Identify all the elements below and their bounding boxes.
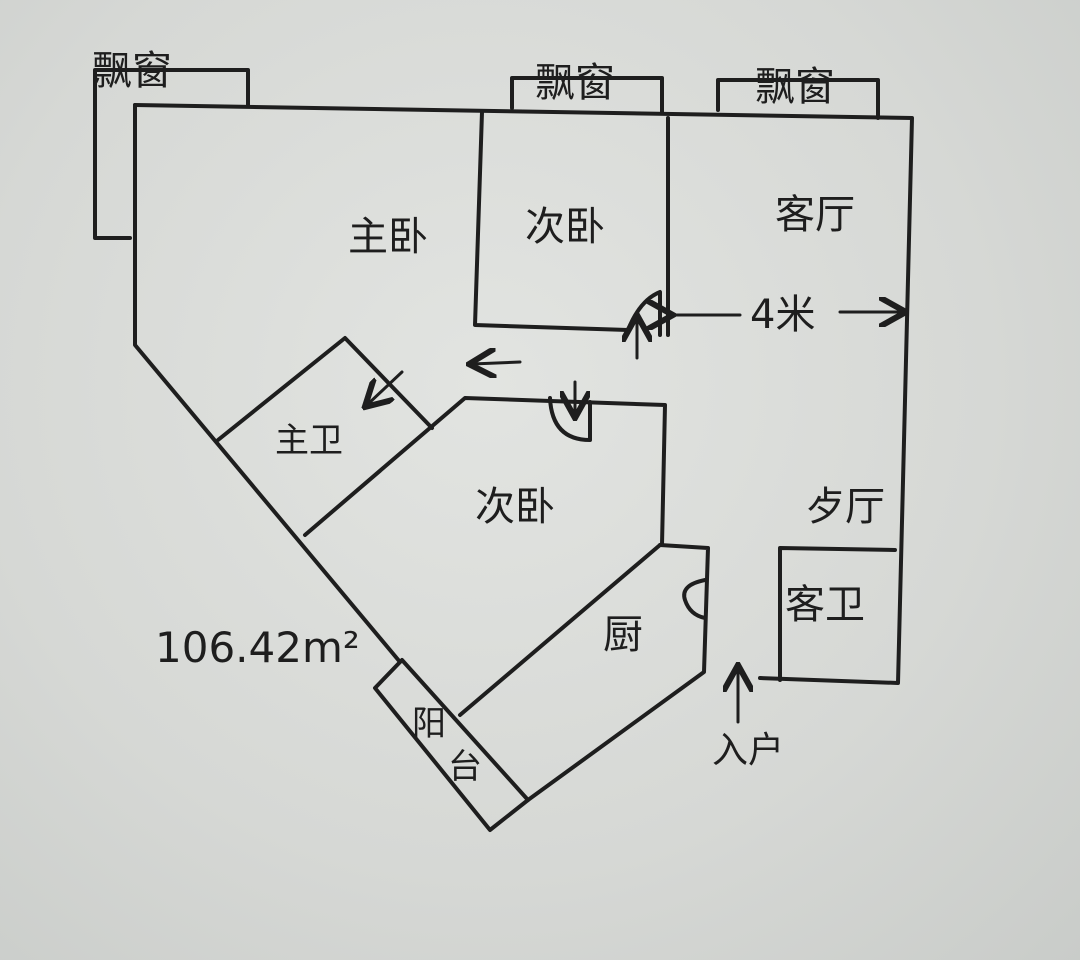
balcony-label-2: 台 <box>448 747 482 787</box>
dining-room-label: 歺厅 <box>805 484 885 530</box>
arrows <box>367 312 903 724</box>
second-bedroom-bottom-label: 次卧 <box>475 484 555 530</box>
outer-walls <box>133 103 914 802</box>
balcony-label-1: 阳 <box>412 704 446 744</box>
second-bedroom-top-label: 次卧 <box>525 204 605 250</box>
bay-window-right-label: 飘窗 <box>755 64 835 110</box>
bay-windows <box>93 68 880 240</box>
bay-window-left-label: 飘窗 <box>92 48 172 94</box>
master-bath-label: 主卫 <box>275 421 343 461</box>
guest-bath-label: 客卫 <box>785 582 865 628</box>
living-room-label: 客厅 <box>775 192 855 238</box>
entrance-label: 入户 <box>712 730 784 771</box>
area-label: 106.42m² <box>155 623 360 672</box>
interior-walls <box>216 110 897 832</box>
bay-window-mid-label: 飘窗 <box>535 60 615 106</box>
width-dimension-label: 4米 <box>750 292 815 338</box>
master-bedroom-label: 主卧 <box>348 214 428 260</box>
kitchen-label: 厨 <box>603 612 643 658</box>
